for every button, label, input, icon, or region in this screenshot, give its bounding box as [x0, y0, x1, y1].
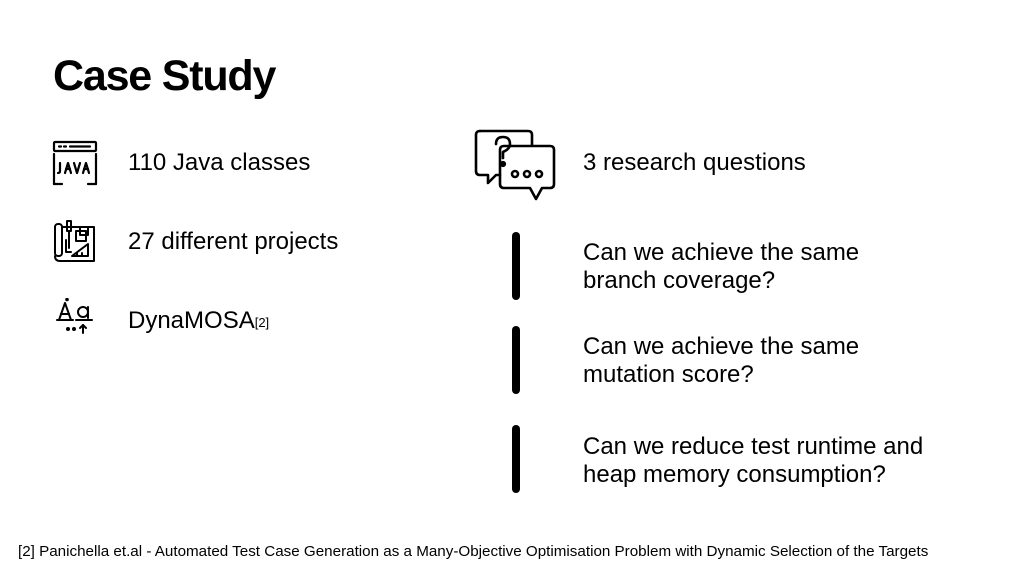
item-java-classes: 110 Java classes [128, 149, 311, 176]
question-2-line2: mutation score? [583, 361, 754, 388]
question-1-line2: branch coverage? [583, 267, 776, 294]
dynamosa-label: DynaMOSA [128, 307, 255, 334]
question-3-line2: heap memory consumption? [583, 461, 886, 488]
text-tool-icon [56, 298, 96, 334]
question-bar-3 [512, 425, 520, 493]
question-bar-2 [512, 326, 520, 394]
blueprint-icon [52, 218, 98, 264]
question-chat-icon [474, 127, 558, 203]
item-projects: 27 different projects [128, 228, 339, 255]
question-2-line1: Can we achieve the same [583, 333, 860, 360]
item-dynamosa: DynaMOSA[2] [128, 307, 269, 337]
question-1: Can we achieve the same branch coverage? [583, 239, 859, 295]
citation-ref: [2] [254, 315, 270, 330]
java-icon [52, 140, 98, 186]
question-2: Can we achieve the same mutation score? [583, 333, 859, 389]
question-bar-1 [512, 232, 520, 300]
question-1-line1: Can we achieve the same [583, 239, 860, 266]
slide-title: Case Study [53, 52, 276, 100]
footnote: [2] Panichella et.al - Automated Test Ca… [18, 543, 929, 560]
question-3: Can we reduce test runtime and heap memo… [583, 433, 923, 489]
question-3-line1: Can we reduce test runtime and [583, 433, 924, 460]
research-questions-heading: 3 research questions [583, 149, 806, 176]
